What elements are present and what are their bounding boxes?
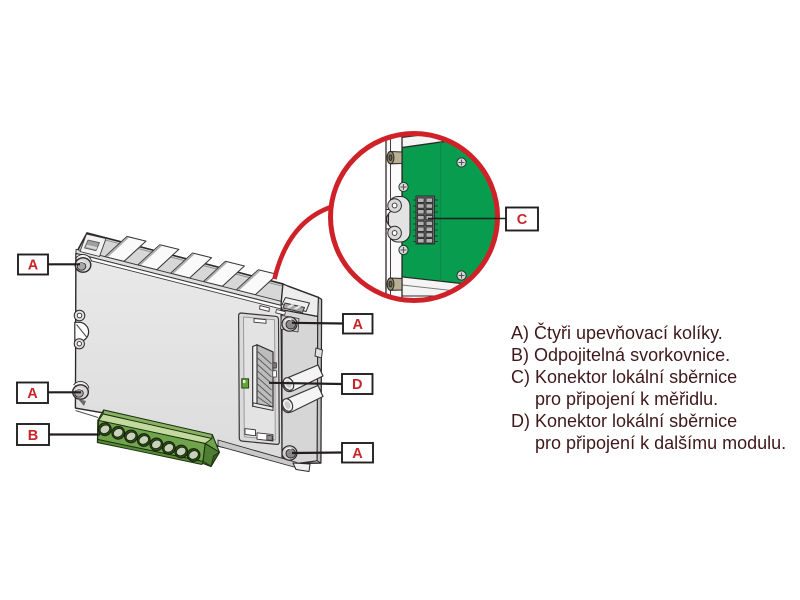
svg-text:A: A (27, 386, 38, 402)
svg-text:C: C (517, 212, 528, 228)
svg-text:D: D (352, 377, 362, 393)
svg-text:A: A (352, 446, 363, 462)
svg-text:A: A (28, 258, 39, 274)
svg-text:A: A (353, 317, 364, 333)
svg-text:B: B (28, 428, 38, 444)
